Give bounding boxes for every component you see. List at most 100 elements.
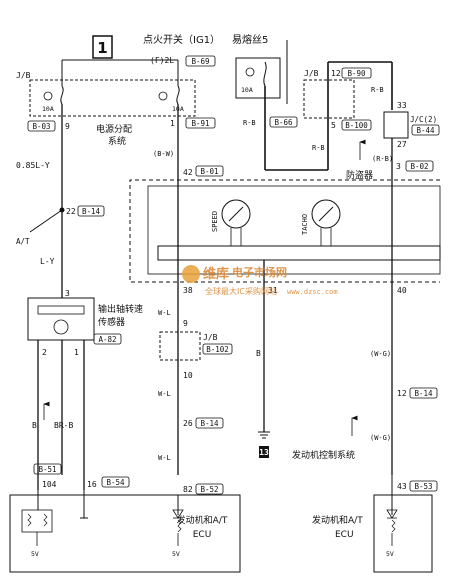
jc-title: J/C(2) [410,115,437,124]
tacho-gauge-icon [311,199,341,229]
resistor-icon [177,519,182,533]
left-conn-22-box [77,205,105,217]
immobilizer-pin: 3 [396,162,401,171]
diode-icon [386,509,398,519]
ignition-conn: B-69 [191,57,209,66]
right-conn-43: B-53 [414,482,432,491]
fuse-a-icon [43,91,53,101]
jb-right-conn-left: B-66 [274,118,293,127]
tacho-label: TACHO [301,214,309,235]
ecu-left-conn-51-box [33,463,62,475]
left-pin-22: 22 [66,207,76,216]
meter-pin-c: 40 [397,286,407,295]
center-conn-82: B-52 [200,485,218,494]
center-conn-26-box [195,417,224,429]
sensor-pin-top: 3 [65,289,70,298]
sensor-box [27,297,95,341]
jb-left-title: J/B [16,71,31,80]
right-conn-12-box [409,387,438,399]
jb-center-pin-bottom: 10 [183,371,193,380]
page-number-box [92,35,113,59]
watermark-brand: 维库 [203,266,229,282]
resistor-icon [43,513,48,527]
jb-right-conn-top-box [341,67,372,79]
jb-left-conn-a-box [27,120,56,132]
power-dist-line2: 系统 [108,135,126,147]
ecu-left-pin-104: 104 [42,480,57,489]
center-conn-82-box [195,483,224,495]
jb-left-pin-a: 9 [65,122,70,131]
immobilizer-conn: B-02 [410,162,428,171]
jb-left-box [29,79,196,117]
jc-pin-bottom: 27 [397,140,407,149]
meter-pin-b: 31 [268,286,278,295]
fusible-link-label: 易熔丝5 [232,33,268,46]
ecu-right-title: 发动机和A/T [312,514,363,526]
meter-inner [147,185,441,275]
jc-conn: B-44 [416,126,435,135]
ignition-switch-label: 点火开关（IG1） [143,33,220,46]
fusible-link-element [263,61,267,87]
sensor-wire-left: B [32,421,37,430]
ecu-left-conn-51: B-51 [38,465,56,474]
jc-conn-box [411,124,440,136]
sensor-wire-right: BR-B [54,421,73,430]
jb-right-wire-left: R-B [243,119,256,127]
ground-label: 13 [259,448,269,457]
jc-pin-top: 33 [397,101,407,110]
wire-at-branch [29,209,63,233]
left-wire2: L-Y [40,257,55,266]
sensor-pin-right: 1 [74,348,79,357]
jb-center-conn: B-102 [206,345,229,354]
jc-wire-bottom: (R-B) [372,155,393,163]
immobilizer-label: 防盗器 [346,169,373,181]
ecu-left-subtitle: ECU [193,530,212,540]
center-conn-26: B-14 [200,419,219,428]
jb-right-conn-top: B-90 [347,69,366,78]
resistor-icon [391,519,396,533]
resistor-icon [27,513,32,527]
watermark-url: www.dzsc.com [287,288,338,296]
fusible-link-icon [245,67,255,77]
jc-wire-top: R-B [371,86,384,94]
ecu-right-voltage: 5V [386,550,394,558]
fusible-link-rating: 10A [241,86,253,94]
right-pin-43: 43 [397,482,407,491]
ecu-right-box [373,494,433,573]
center-wire: W-L [158,454,171,462]
right-wire2: (W-G) [370,434,391,442]
ground-wire: B [256,349,261,358]
ecu-left-conn-54-box [101,476,130,488]
meter-conn-top: B-01 [200,167,218,176]
right-conn-43-box [409,480,438,492]
jb-right-conn-bottom: B-100 [345,121,368,130]
ecu-left-conn-54: B-54 [106,478,125,487]
jc-box [383,111,409,139]
jb-left-pin-b: 1 [170,119,175,128]
power-dist-line1: 电源分配 [96,123,132,135]
speed-needle [228,206,244,222]
ecu-left-voltage: 5V [31,550,39,558]
ecu-center-voltage: 5V [172,550,180,558]
fuse-b-icon [158,91,168,101]
at-label: A/T [16,237,30,246]
jb-right-wire-bottom: R-B [312,144,325,152]
jb-right-pin-top: 12 [331,69,341,78]
sensor-line2: 传感器 [98,316,125,328]
jb-center-conn-box [202,343,233,355]
jb-center-pin-top: 9 [183,319,188,328]
watermark-title: 电子市场网 [232,265,287,279]
jb-left-conn-b-box [185,117,216,129]
ecu-left-pin-16: 16 [87,480,97,489]
engine-control-label: 发动机控制系统 [292,449,355,461]
ground-label-box [259,446,269,458]
fuse-b-element [176,85,180,105]
ecu-left-box [9,494,241,573]
watermark: 维库 电子市场网 全球最大IC采购网站 www.dzsc.com [182,265,338,296]
meter-pin-top: 42 [183,168,193,177]
sensor-transistor-icon [53,319,69,335]
sensor-pin-left: 2 [42,348,47,357]
speed-gauge-icon [221,199,251,229]
ignition-conn-box [185,55,216,67]
meter-bus-bar [157,245,441,261]
